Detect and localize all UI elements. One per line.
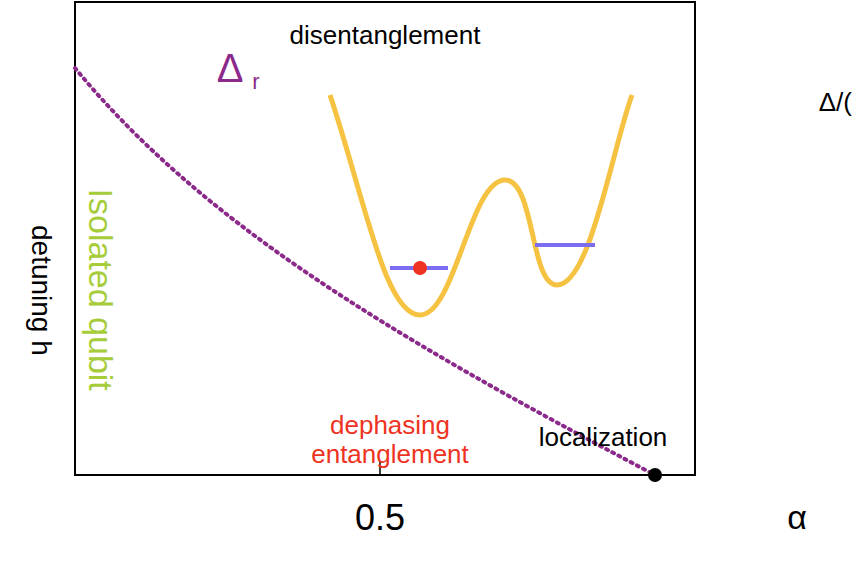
axis-label: α [787,499,807,536]
critical-point [648,468,662,482]
energy-level [535,243,595,247]
plot-frame [75,2,695,475]
region-label: Isolated qubit [81,189,118,391]
curve-subscript: r [252,70,259,94]
point-label: localization [539,423,668,452]
tick-label: 0.5 [355,498,405,538]
crossover-curve [75,68,655,475]
double-well-potential [330,95,632,315]
axis-label: detuning h [25,225,56,356]
region-label: disentanglement [290,21,481,50]
curve-label: Δ [217,46,244,90]
axis-note: Δ/( [819,88,852,117]
region-label: dephasing entanglement [303,411,478,468]
particle-dot [413,261,427,275]
